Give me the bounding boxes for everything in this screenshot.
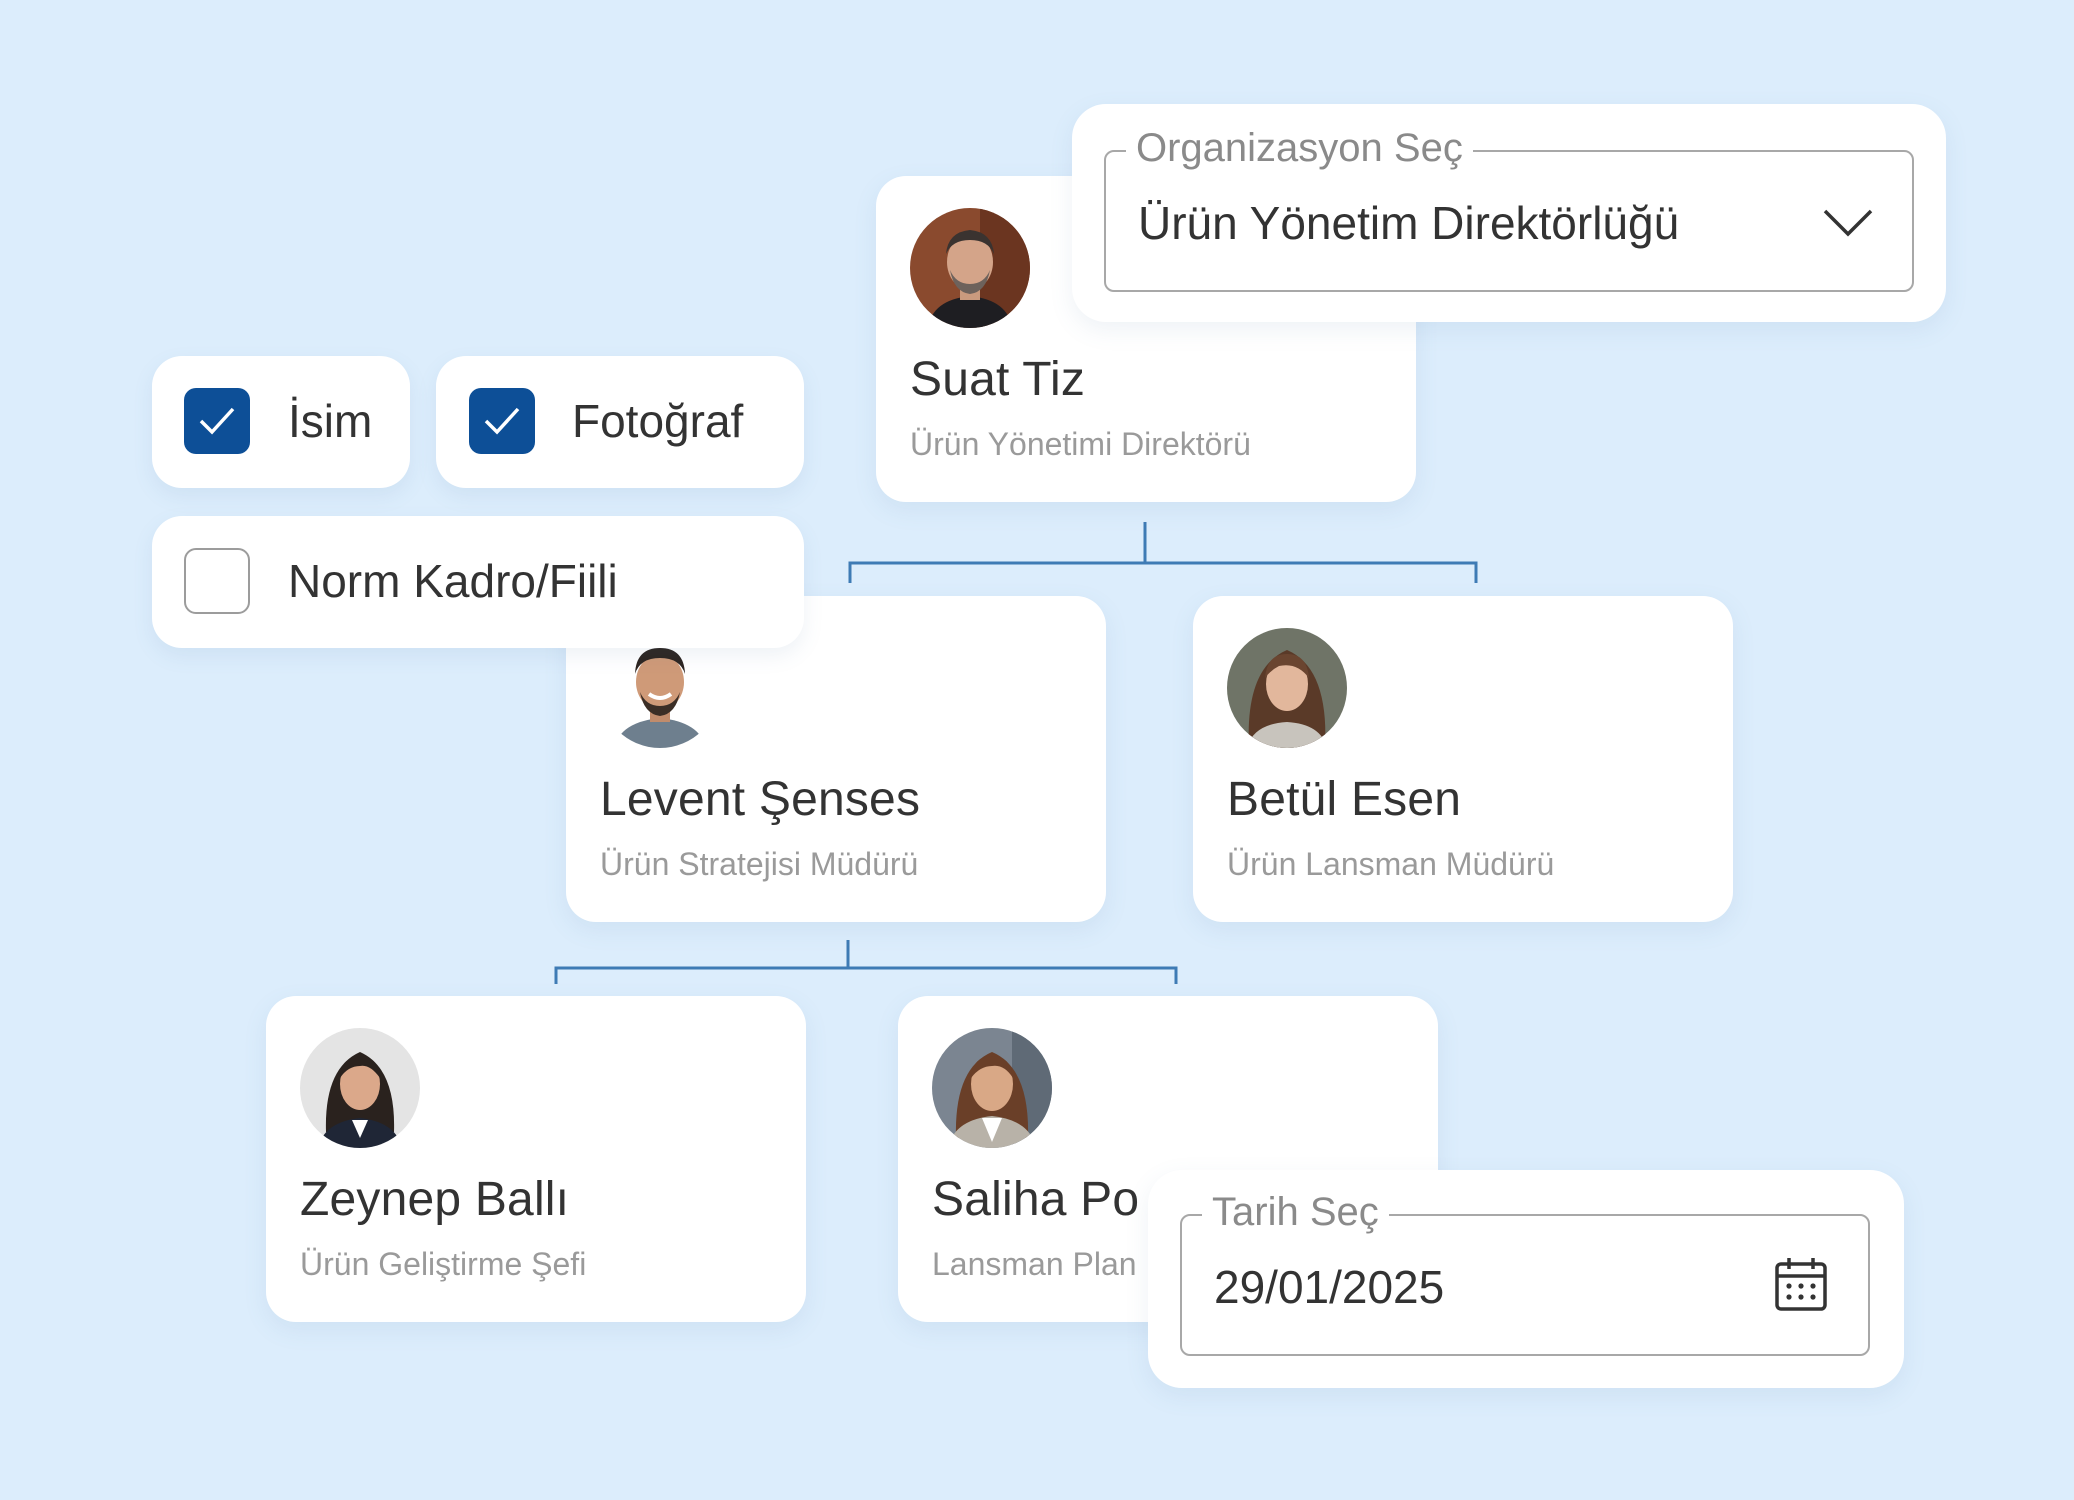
norm-checkbox[interactable] bbox=[184, 548, 250, 614]
org-select-dropdown[interactable]: Organizasyon Seç Ürün Yönetim Direktörlü… bbox=[1104, 126, 1914, 292]
date-select-value: 29/01/2025 bbox=[1214, 1261, 1445, 1313]
name-checkbox[interactable] bbox=[184, 388, 250, 454]
person-name: Zeynep Ballı bbox=[300, 1173, 570, 1226]
avatar-woman-dark-hair-icon bbox=[300, 1028, 420, 1148]
org-select-panel: Organizasyon Seç Ürün Yönetim Direktörlü… bbox=[1072, 104, 1946, 322]
avatar-woman-blazer-icon bbox=[932, 1028, 1052, 1148]
person-name: Suat Tiz bbox=[910, 353, 1086, 406]
photo-checkbox[interactable] bbox=[469, 388, 535, 454]
norm-checkbox-label: Norm Kadro/Fiili bbox=[288, 555, 618, 607]
avatar-woman-brown-hair-icon bbox=[1227, 628, 1347, 748]
person-title: Ürün Geliştirme Şefi bbox=[300, 1246, 587, 1282]
org-select-label: Organizasyon Seç bbox=[1126, 126, 1473, 171]
chevron-down-icon[interactable] bbox=[1822, 208, 1874, 238]
avatar bbox=[300, 1028, 420, 1148]
filter-name-option[interactable]: İsim bbox=[152, 356, 410, 488]
avatar bbox=[1227, 628, 1347, 748]
calendar-icon[interactable] bbox=[1774, 1256, 1828, 1312]
person-name: Saliha Po bbox=[932, 1173, 1140, 1226]
person-title: Ürün Yönetimi Direktörü bbox=[910, 426, 1251, 462]
person-title: Ürün Stratejisi Müdürü bbox=[600, 846, 919, 882]
filter-norm-option[interactable]: Norm Kadro/Fiili bbox=[152, 516, 804, 648]
org-card-level3-0[interactable]: Zeynep Ballı Ürün Geliştirme Şefi bbox=[266, 996, 806, 1322]
avatar bbox=[600, 628, 720, 748]
person-name: Levent Şenses bbox=[600, 773, 921, 826]
avatar-man-beard-icon bbox=[910, 208, 1030, 328]
avatar bbox=[932, 1028, 1052, 1148]
org-card-level2-0[interactable]: Levent Şenses Ürün Stratejisi Müdürü bbox=[566, 596, 1106, 922]
filter-photo-option[interactable]: Fotoğraf bbox=[436, 356, 804, 488]
checkmark-icon bbox=[199, 407, 235, 435]
avatar-man-smiling-icon bbox=[600, 628, 720, 748]
checkmark-icon bbox=[484, 407, 520, 435]
date-select-panel: Tarih Seç 29/01/2025 bbox=[1148, 1170, 1904, 1388]
person-title: Lansman Plan bbox=[932, 1246, 1137, 1282]
avatar bbox=[910, 208, 1030, 328]
org-select-value: Ürün Yönetim Direktörlüğü bbox=[1138, 197, 1680, 249]
connector-level2-to-level3 bbox=[554, 940, 1178, 984]
person-name: Betül Esen bbox=[1227, 773, 1462, 826]
connector-root-to-level2 bbox=[848, 522, 1478, 583]
date-select-label: Tarih Seç bbox=[1202, 1190, 1389, 1235]
org-card-level2-1[interactable]: Betül Esen Ürün Lansman Müdürü bbox=[1193, 596, 1733, 922]
photo-checkbox-label: Fotoğraf bbox=[572, 395, 744, 447]
name-checkbox-label: İsim bbox=[288, 395, 373, 447]
date-select-input[interactable]: Tarih Seç 29/01/2025 bbox=[1180, 1190, 1870, 1356]
person-title: Ürün Lansman Müdürü bbox=[1227, 846, 1555, 882]
